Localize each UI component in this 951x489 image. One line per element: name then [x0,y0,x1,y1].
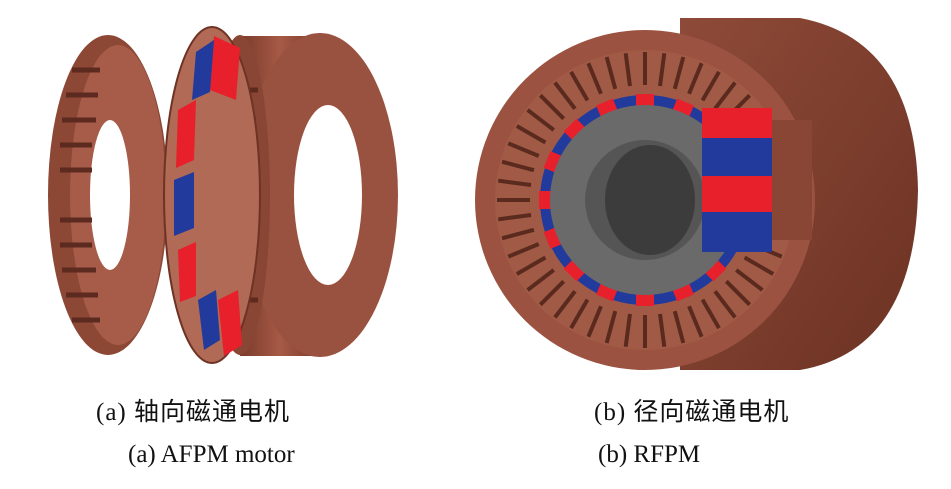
stator-slot [507,141,540,158]
rotor-magnet [543,151,562,173]
rotor-disk [163,26,261,364]
stator-slot [515,124,547,145]
stator-slot [743,255,775,276]
stator-slot [501,227,535,241]
rfpm-motor-panel: (b) 径向磁通电机 (b) RFPM [470,0,951,489]
afpm-caption-chinese: (a) 轴向磁通电机 [96,399,290,426]
stator-slot [501,159,535,173]
stator-slot [515,255,547,276]
afpm-motor-panel: (a) 轴向磁通电机 (a) AFPM motor [0,0,470,489]
rotor-core [585,140,705,260]
stator-slot [687,305,704,338]
stator-slot [526,108,555,132]
stator-slot [498,178,532,187]
rotor-magnet [636,294,654,306]
stator-slot [586,305,603,338]
stator-slot [498,213,532,222]
stator-slot [586,62,603,95]
stator-slot [672,56,686,90]
afpm-motor-illustration [48,26,398,364]
rfpm-caption-chinese: (b) 径向磁通电机 [594,399,790,426]
stator-slot [735,268,764,292]
rfpm-caption-english: (b) RFPM [598,441,701,468]
stator-slot [553,81,577,110]
stator-slot [713,81,737,110]
stator-slot [672,310,686,344]
stator-slot [604,310,618,344]
stator-slot [713,290,737,319]
stator-slot [623,53,632,87]
axial-magnet-stack [702,108,812,252]
watermark-fade [728,444,943,480]
rotor-magnet [539,191,551,209]
stator-slot [538,279,566,307]
afpm-caption-english: (a) AFPM motor [128,441,295,468]
stator-slot [553,290,577,319]
stator-slot [700,298,721,330]
stator-slot [569,70,590,102]
stator-slot [658,53,667,87]
rotor-magnet [672,283,694,302]
rotor-magnet [596,98,618,117]
stator-slot [507,242,540,259]
stator-slot [569,298,590,330]
stator-slot [623,313,632,347]
stator-slot [658,313,667,347]
rfpm-motor-illustration [475,18,918,370]
rotor-magnet [563,118,585,140]
stator-slot [687,62,704,95]
rotor-magnet [596,283,618,302]
stator-slot [526,268,555,292]
stator-slot [604,56,618,90]
rotor-magnet [705,260,727,282]
rotor-magnet [636,94,654,106]
rotor-magnet [672,98,694,117]
rotor-magnet [543,227,562,249]
stator-slot [724,279,752,307]
stator-slot [538,93,566,121]
left-stator-disk [48,35,168,355]
rotor-magnet [563,260,585,282]
stator-slot [700,70,721,102]
